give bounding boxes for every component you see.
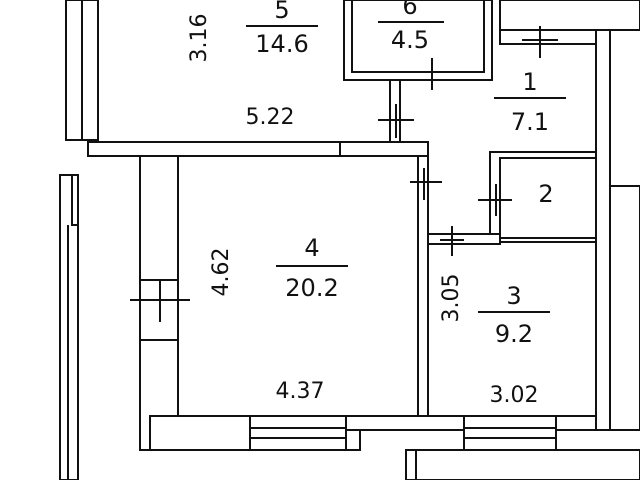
room-3-number: 3 xyxy=(506,282,521,310)
room-1-number: 1 xyxy=(522,68,537,96)
dimension-labels: 3.16 5.22 4.62 4.37 3.05 3.02 xyxy=(187,14,538,408)
room-5-area: 14.6 xyxy=(255,30,308,58)
dimension-4-62: 4.62 xyxy=(209,248,234,297)
wall-right xyxy=(595,29,611,431)
dimension-3-16: 3.16 xyxy=(187,14,212,63)
dimension-4-37: 4.37 xyxy=(276,379,325,404)
room-4-area: 20.2 xyxy=(285,274,338,302)
window-3 xyxy=(463,415,557,451)
room-4-number: 4 xyxy=(304,234,319,262)
room-1-area: 7.1 xyxy=(511,108,549,136)
dimension-3-02: 3.02 xyxy=(490,383,539,408)
room-3-area: 9.2 xyxy=(495,320,533,348)
window-4 xyxy=(249,415,347,451)
tick-marks xyxy=(130,26,558,322)
dimension-5-22: 5.22 xyxy=(246,105,295,130)
room-labels: 5 14.6 6 4.5 1 7.1 2 4 20.2 3 9.2 xyxy=(246,0,566,348)
room-5-number: 5 xyxy=(274,0,289,24)
room-2-number: 2 xyxy=(538,180,553,208)
walls xyxy=(59,0,640,480)
dimension-3-05: 3.05 xyxy=(439,274,464,323)
room-6-number: 6 xyxy=(402,0,417,20)
room-6-area: 4.5 xyxy=(391,26,429,54)
